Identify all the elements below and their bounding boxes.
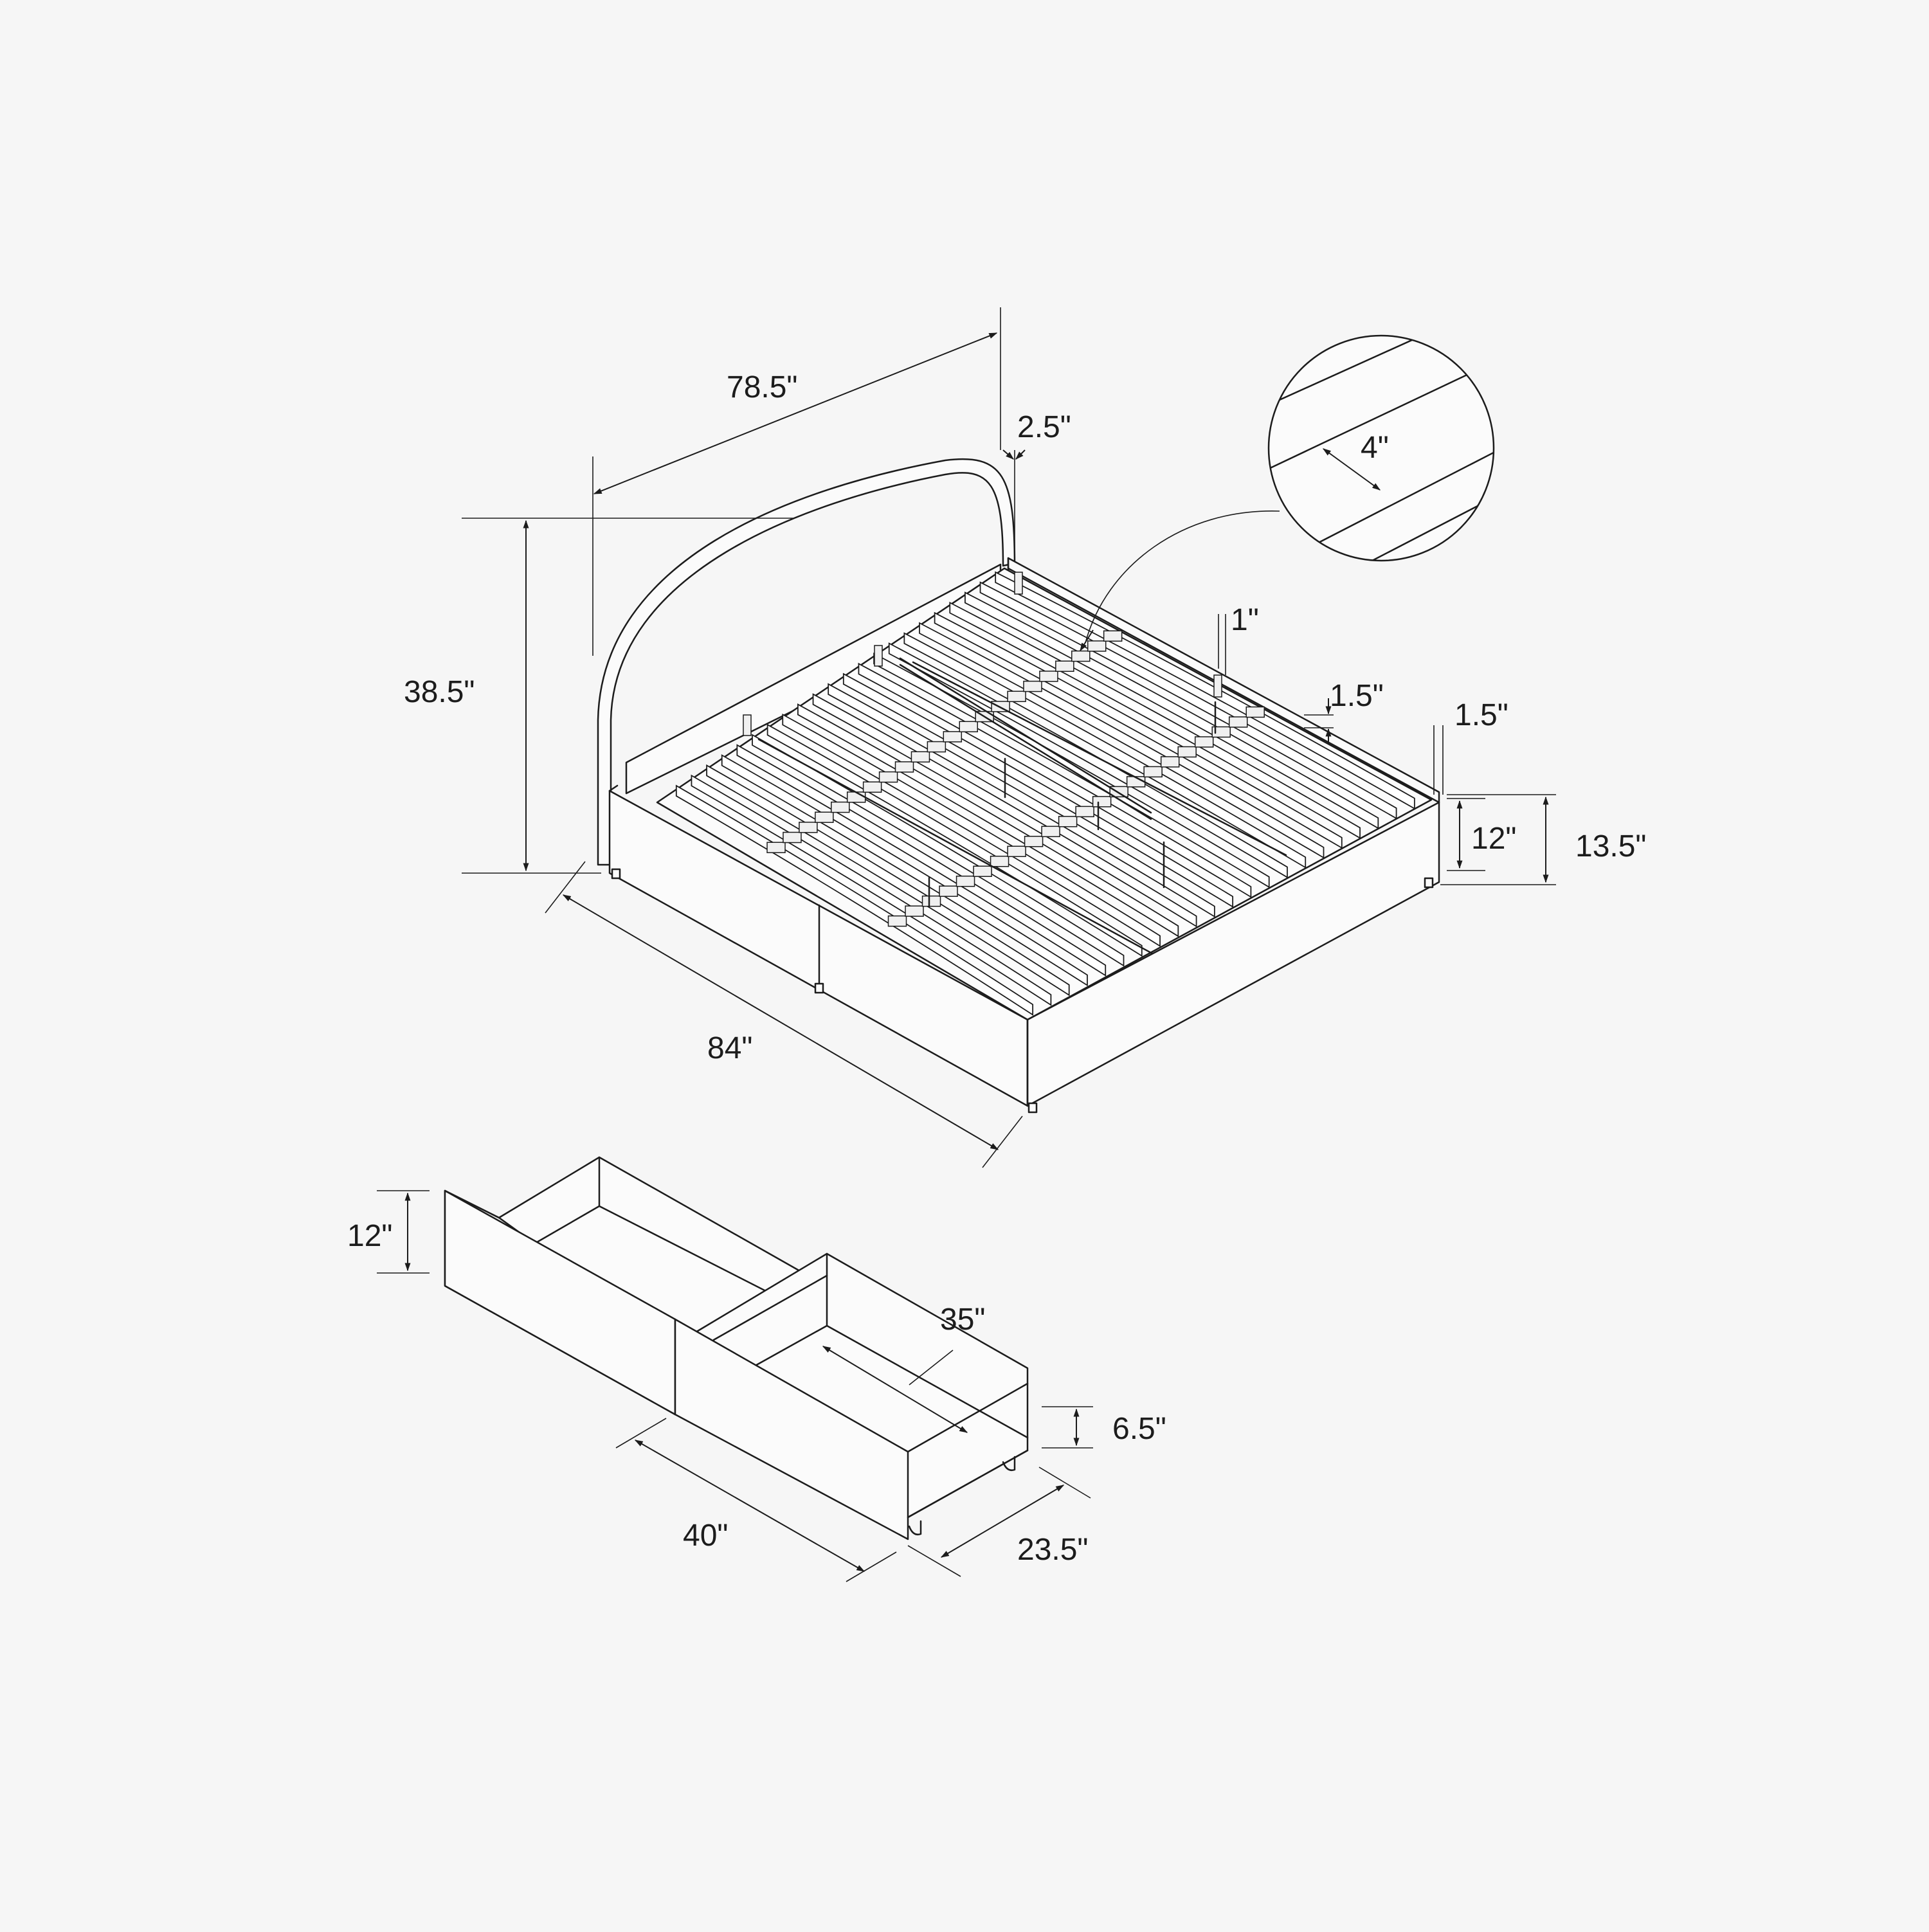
slat-clip	[990, 855, 1010, 867]
slat	[995, 571, 1415, 810]
slat-clip	[1007, 691, 1026, 702]
slat	[797, 703, 1179, 937]
slat	[858, 662, 1252, 898]
bed-frame-drawing	[597, 458, 1440, 1114]
slat-clip	[846, 791, 866, 803]
bed-dimensions: 78.5" 2.5" 38.5" 84" 1" 1.5" 1.5"	[404, 307, 1646, 1168]
slat-clip	[1007, 845, 1026, 858]
slat-detail-callout: 4"	[1080, 334, 1495, 652]
slat-clip	[1245, 706, 1265, 718]
drawer-dimensions: 12" 35" 6.5" 40" 23.5"	[347, 1190, 1166, 1582]
label-drawer-front-height: 12"	[347, 1219, 392, 1253]
slat-clip	[1211, 726, 1231, 738]
slat-clip	[1228, 716, 1248, 728]
label-drawer-depth: 23.5"	[1017, 1533, 1088, 1567]
label-drawer-width: 40"	[683, 1519, 728, 1553]
label-frame-height: 13.5"	[1575, 829, 1646, 863]
slats	[675, 571, 1415, 1016]
label-drawer-interior-height: 6.5"	[1112, 1412, 1166, 1446]
slat	[979, 581, 1397, 820]
slat-clip	[1177, 746, 1197, 758]
slat-clip	[799, 822, 818, 833]
foot	[611, 868, 621, 880]
slat-clip	[1024, 836, 1044, 847]
label-rail-thickness: 1.5"	[1454, 698, 1508, 732]
slat	[934, 611, 1343, 849]
slat-clip	[1143, 766, 1163, 778]
label-slat-gap: 1"	[1231, 603, 1259, 637]
slat	[919, 622, 1325, 859]
slat-clip	[1075, 806, 1094, 818]
slat-clip	[943, 731, 963, 743]
label-headboard-thickness: 2.5"	[1017, 410, 1071, 444]
slat-clip	[887, 915, 907, 927]
slat	[903, 632, 1307, 869]
slat-clip	[1041, 826, 1060, 838]
slat	[782, 713, 1161, 948]
center-bar	[899, 657, 1152, 814]
slat-clip	[973, 865, 992, 877]
slat-clip	[1103, 630, 1123, 642]
slat-clip	[910, 751, 930, 763]
slat-clip	[815, 811, 834, 823]
slat-clip	[1039, 671, 1058, 682]
slat-clip	[862, 781, 882, 793]
slat	[964, 591, 1379, 829]
slat	[752, 734, 1125, 967]
slat-clip	[939, 885, 958, 897]
slat	[736, 744, 1107, 977]
slat-clip	[1071, 650, 1091, 662]
label-headboard-height: 38.5"	[404, 675, 475, 709]
slat-clip	[921, 895, 941, 907]
slat	[828, 683, 1215, 918]
slat-clip	[894, 761, 914, 773]
slat-clip	[1194, 736, 1214, 748]
slat-clip	[1055, 660, 1074, 672]
caster	[908, 1520, 922, 1535]
slat-clip	[1109, 786, 1128, 798]
slat-clip	[955, 875, 975, 887]
label-slat-thickness: 1.5"	[1330, 679, 1384, 713]
slat-clip	[766, 842, 786, 853]
slat	[766, 723, 1143, 957]
slat-clip	[1092, 796, 1112, 808]
label-bed-length: 84"	[707, 1031, 752, 1065]
slat-clip	[959, 721, 978, 732]
headboard-brackets	[743, 572, 1222, 736]
slat-clip	[927, 741, 946, 753]
label-headboard-width: 78.5"	[727, 370, 797, 404]
label-slat-width: 4"	[1361, 431, 1389, 465]
slat-clip	[783, 831, 802, 844]
slat-clip	[1058, 816, 1078, 827]
label-rail-height: 12"	[1471, 822, 1516, 856]
slat-clip	[1023, 680, 1042, 692]
storage-drawers-drawing	[444, 1156, 1029, 1540]
slat-clip	[831, 801, 850, 813]
label-drawer-interior-length: 35"	[940, 1303, 985, 1337]
slat-clip	[905, 905, 924, 917]
slat	[812, 693, 1197, 928]
slat-clip	[878, 771, 898, 783]
slat	[949, 601, 1361, 840]
slat-clip	[1087, 640, 1107, 652]
slat	[842, 673, 1234, 908]
slat-clip	[1160, 756, 1180, 768]
